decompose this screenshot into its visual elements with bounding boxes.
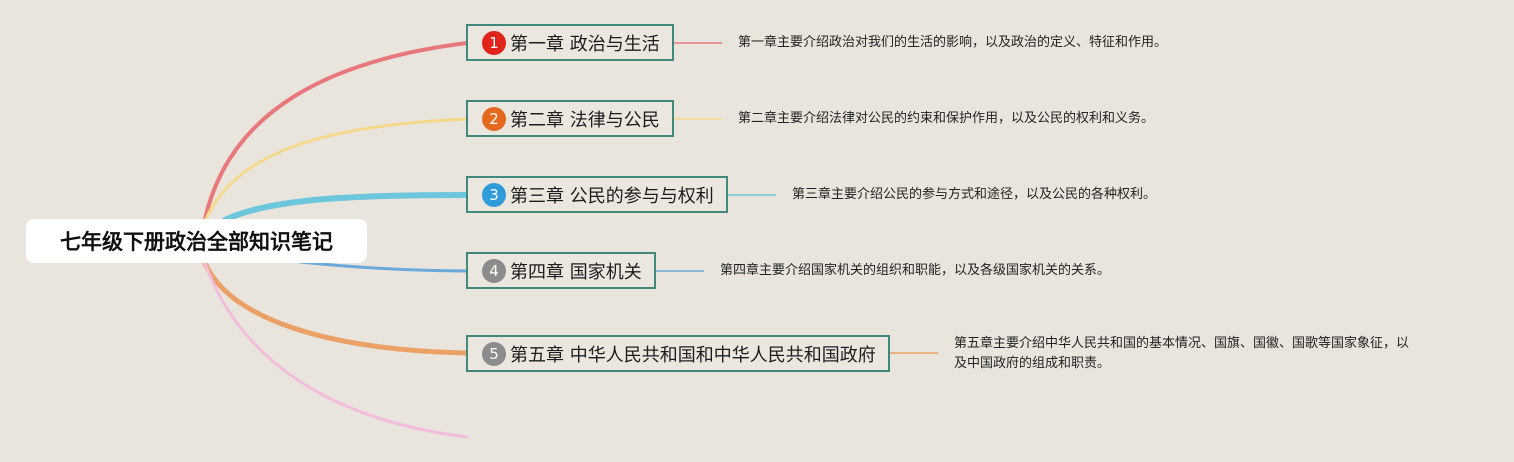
chapter-5-number-badge: 5 bbox=[482, 341, 506, 366]
chapter-2-note: 第二章主要介绍法律对公民的约束和保护作用，以及公民的权利和义务。 bbox=[738, 111, 1155, 126]
branch-line-5 bbox=[202, 260, 470, 356]
chapter-node-4[interactable]: 4 第四章 国家机关 bbox=[466, 252, 656, 289]
chapter-node-5[interactable]: 5 第五章 中华人民共和国和中华人民共和国政府 bbox=[466, 335, 890, 372]
chapter-node-3[interactable]: 3 第三章 公民的参与与权利 bbox=[466, 176, 728, 213]
branch-line-3 bbox=[222, 192, 470, 223]
branch-line-6 bbox=[203, 261, 469, 439]
root-topic-title: 七年级下册政治全部知识笔记 bbox=[60, 230, 333, 254]
chapter-4-title: 第四章 国家机关 bbox=[510, 261, 642, 283]
chapter-3-title: 第三章 公民的参与与权利 bbox=[510, 185, 714, 207]
chapter-5-title: 第五章 中华人民共和国和中华人民共和国政府 bbox=[510, 344, 876, 366]
chapter-node-1[interactable]: 1 第一章 政治与生活 bbox=[466, 24, 674, 61]
chapter-node-2[interactable]: 2 第二章 法律与公民 bbox=[466, 100, 674, 137]
chapter-1-number-badge: 1 bbox=[482, 30, 506, 55]
chapter-4-number-badge: 4 bbox=[482, 258, 506, 283]
chapter-2-title: 第二章 法律与公民 bbox=[510, 109, 660, 131]
chapter-3-number-badge: 3 bbox=[482, 182, 506, 207]
chapter-4-note: 第四章主要介绍国家机关的组织和职能，以及各级国家机关的关系。 bbox=[720, 263, 1111, 278]
chapter-1-title: 第一章 政治与生活 bbox=[510, 33, 660, 55]
branch-line-4 bbox=[298, 260, 469, 273]
chapter-3-note: 第三章主要介绍公民的参与方式和途径，以及公民的各种权利。 bbox=[792, 187, 1157, 202]
branch-line-2 bbox=[203, 117, 469, 223]
chapter-2-number-badge: 2 bbox=[482, 106, 506, 131]
branch-line-1 bbox=[203, 41, 469, 221]
chapter-5-note: 第五章主要介绍中华人民共和国的基本情况、国旗、国徽、国歌等国家象征，以 及中国政… bbox=[954, 334, 1409, 374]
chapter-5-note-line-2: 及中国政府的组成和职责。 bbox=[954, 356, 1111, 371]
chapter-5-note-line-1: 第五章主要介绍中华人民共和国的基本情况、国旗、国徽、国歌等国家象征，以 bbox=[954, 336, 1410, 351]
chapter-1-note: 第一章主要介绍政治对我们的生活的影响，以及政治的定义、特征和作用。 bbox=[738, 35, 1168, 50]
root-topic[interactable]: 七年级下册政治全部知识笔记 bbox=[26, 219, 367, 263]
